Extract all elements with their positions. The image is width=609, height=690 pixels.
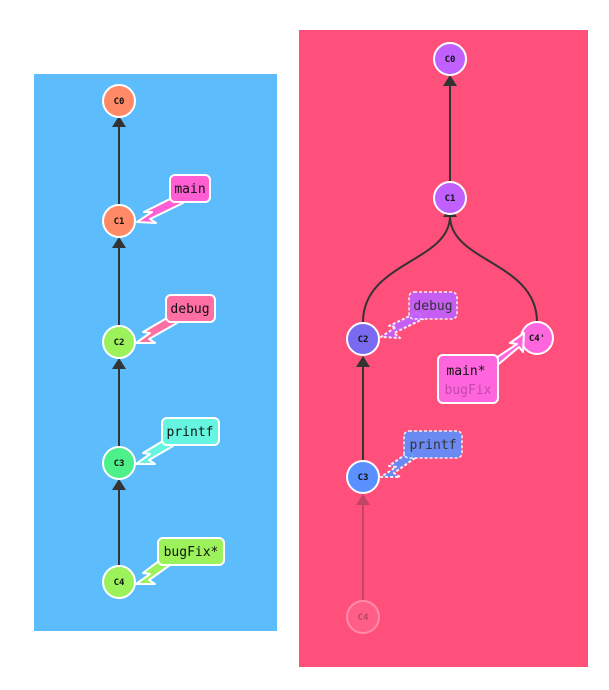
branch-label-box: [157, 537, 225, 566]
commit-circle: [102, 565, 136, 599]
commit-node[interactable]: C0: [433, 42, 467, 76]
commit-node[interactable]: C1: [433, 181, 467, 215]
branch-label-text: main*: [446, 364, 485, 379]
branch-label-bugfix[interactable]: bugFix*: [157, 537, 225, 566]
commit-label: C4: [114, 578, 125, 588]
branch-label-box: [161, 417, 220, 446]
arrowhead-icon: [356, 356, 370, 367]
commit-circle: [102, 84, 136, 118]
branch-label-debug[interactable]: debug: [408, 291, 458, 320]
commit-circle: [102, 446, 136, 480]
commit-circle: [346, 600, 380, 634]
commit-label: C3: [358, 473, 369, 483]
commit-label: C2: [358, 335, 369, 345]
commit-label: C3: [114, 459, 125, 469]
arrowhead-icon: [112, 358, 126, 369]
commit-circle: [346, 322, 380, 356]
commit-circle: [102, 204, 136, 238]
commit-circle: [433, 181, 467, 215]
commit-node[interactable]: C1: [102, 204, 136, 238]
branch-label-box: [165, 294, 216, 323]
branch-label-printf[interactable]: printf: [403, 430, 463, 459]
arrowhead-icon: [112, 116, 126, 127]
commit-node[interactable]: C2: [346, 322, 380, 356]
branch-label-main-bugfix[interactable]: main* bugFix: [437, 354, 499, 404]
branch-label-text: printf: [167, 425, 214, 440]
arrowhead-icon: [112, 237, 126, 248]
branch-label-text-faded: bugFix: [445, 383, 492, 398]
commit-circle: [102, 325, 136, 359]
arrowhead-icon: [443, 75, 457, 86]
branch-label-text: debug: [170, 302, 209, 317]
left-panel: C0 C1 C2 C3 C4 main debug: [34, 74, 277, 631]
commit-node[interactable]: C3: [102, 446, 136, 480]
commit-node[interactable]: C2: [102, 325, 136, 359]
commit-label: C4: [358, 613, 369, 623]
commit-label: C1: [114, 217, 125, 227]
branch-label-debug[interactable]: debug: [165, 294, 216, 323]
branch-label-text: main: [174, 182, 205, 197]
branch-label-box: [169, 174, 211, 203]
edge-c4prime-c1: [449, 215, 538, 323]
branch-arrow-debug: [135, 314, 178, 344]
commit-label: C2: [114, 338, 125, 348]
edge-c2-c1: [362, 215, 451, 323]
arrowhead-icon: [112, 479, 126, 490]
commit-node[interactable]: C4': [520, 321, 554, 355]
commit-label: C0: [114, 97, 125, 107]
branch-label-box: [408, 291, 458, 320]
branch-label-text: bugFix*: [164, 545, 219, 560]
commit-label: C0: [445, 55, 456, 65]
branch-label-box: [437, 354, 499, 404]
branch-label-text: debug: [413, 299, 452, 314]
commit-node-ghost[interactable]: C4: [346, 600, 380, 634]
arrowhead-icon: [356, 494, 370, 505]
branch-label-text: printf: [410, 438, 457, 453]
right-edges: [362, 85, 538, 600]
commit-node[interactable]: C3: [346, 460, 380, 494]
left-arrowheads: [112, 116, 126, 490]
branch-label-printf[interactable]: printf: [161, 417, 220, 446]
branch-label-box: [403, 430, 463, 459]
commit-label: C4': [529, 334, 545, 344]
branch-label-main[interactable]: main: [169, 174, 211, 203]
commit-circle: [433, 42, 467, 76]
commit-label: C1: [445, 194, 456, 204]
commit-node[interactable]: C0: [102, 84, 136, 118]
commit-circle: [346, 460, 380, 494]
right-panel: C0 C1 C2 C4' C3 C4 debug: [299, 30, 588, 667]
commit-node[interactable]: C4: [102, 565, 136, 599]
left-panel-background: [34, 74, 277, 631]
branch-arrow-main: [136, 194, 184, 224]
